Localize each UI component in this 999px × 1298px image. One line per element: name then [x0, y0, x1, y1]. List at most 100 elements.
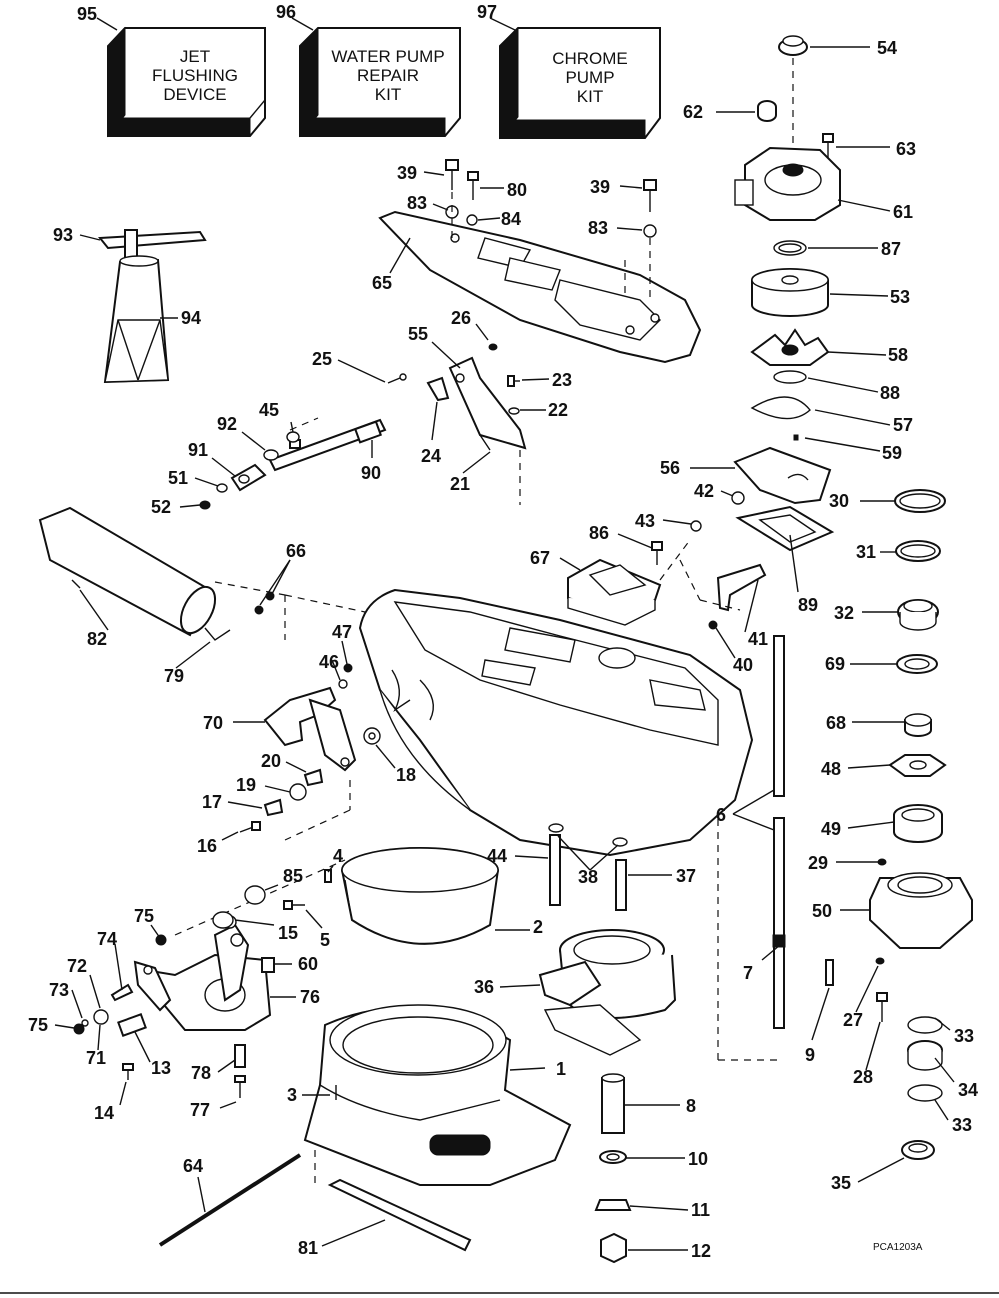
callout-label: 91 — [188, 440, 208, 460]
kit-line: KIT — [577, 87, 603, 106]
kit-line: WATER PUMP — [331, 47, 444, 66]
callout-label: 59 — [882, 443, 902, 463]
callout-label: 82 — [87, 629, 107, 649]
kit-box-water-pump-repair: WATER PUMP REPAIR KIT — [299, 26, 461, 138]
callout-label: 18 — [396, 765, 416, 785]
kit-line: DEVICE — [163, 85, 226, 104]
callout-label: 5 — [320, 930, 330, 950]
callout-label: 25 — [312, 349, 332, 369]
kit-line: REPAIR — [357, 66, 419, 85]
rods — [158, 1150, 472, 1252]
callout-label: 38 — [578, 867, 598, 887]
kit-line: JET — [180, 47, 210, 66]
callout-label: 77 — [190, 1100, 210, 1120]
callout-label: 83 — [407, 193, 427, 213]
seal-column — [869, 489, 973, 1160]
callout-label: 12 — [691, 1241, 711, 1261]
callout-label: 16 — [197, 836, 217, 856]
callout-label: 15 — [278, 923, 298, 943]
callout-label: 31 — [856, 542, 876, 562]
callout-label: 42 — [694, 481, 714, 501]
callout-label: 86 — [589, 523, 609, 543]
callout-label: 50 — [812, 901, 832, 921]
callout-label: 51 — [168, 468, 188, 488]
callout-label: 84 — [501, 209, 521, 229]
callout-label: 83 — [588, 218, 608, 238]
callout-label: 97 — [477, 2, 497, 22]
callout-label: 20 — [261, 751, 281, 771]
callout-label: 33 — [954, 1026, 974, 1046]
upper-misc-parts — [567, 260, 767, 630]
callout-label: 79 — [164, 666, 184, 686]
callout-label: 43 — [635, 511, 655, 531]
callout-label: 48 — [821, 759, 841, 779]
callout-label: 22 — [548, 400, 568, 420]
callout-label: 75 — [28, 1015, 48, 1035]
callout-label: 23 — [552, 370, 572, 390]
callout-label: 19 — [236, 775, 256, 795]
callout-label: 57 — [893, 415, 913, 435]
callout-label: 53 — [890, 287, 910, 307]
callout-label: 58 — [888, 345, 908, 365]
drawing-code: PCA1203A — [873, 1242, 923, 1253]
callout-label: 64 — [183, 1156, 203, 1176]
kit-box-chrome-pump: CHROME PUMP KIT — [499, 26, 661, 140]
callout-label: 28 — [853, 1067, 873, 1087]
callout-label: 68 — [826, 713, 846, 733]
callout-label: 72 — [67, 956, 87, 976]
callout-label: 24 — [421, 446, 441, 466]
callout-label: 76 — [300, 987, 320, 1007]
callout-numbers: 95 96 97 54 62 63 39 80 83 84 39 83 61 8… — [28, 2, 978, 1261]
callout-label: 92 — [217, 414, 237, 434]
pump-housing-stack — [733, 35, 841, 552]
callout-label: 71 — [86, 1048, 106, 1068]
callout-label: 7 — [743, 963, 753, 983]
callout-label: 32 — [834, 603, 854, 623]
callout-label: 30 — [829, 491, 849, 511]
callout-label: 95 — [77, 4, 97, 24]
callout-label: 96 — [276, 2, 296, 22]
callout-label: 27 — [843, 1010, 863, 1030]
callout-label: 6 — [716, 805, 726, 825]
callout-label: 52 — [151, 497, 171, 517]
callout-label: 75 — [134, 906, 154, 926]
callout-label: 46 — [319, 652, 339, 672]
callout-label: 60 — [298, 954, 318, 974]
callout-label: 13 — [151, 1058, 171, 1078]
wear-ring-and-bolts — [341, 823, 628, 945]
callout-label: 4 — [333, 846, 343, 866]
pump-base-plate — [378, 210, 702, 364]
callout-label: 10 — [688, 1149, 708, 1169]
shift-linkage — [199, 343, 527, 510]
callout-label: 36 — [474, 977, 494, 997]
callout-label: 47 — [332, 622, 352, 642]
callout-label: 61 — [893, 202, 913, 222]
kit-line: CHROME — [552, 49, 628, 68]
callout-label: 9 — [805, 1045, 815, 1065]
callout-label: 81 — [298, 1238, 318, 1258]
callout-label: 56 — [660, 458, 680, 478]
small-fasteners — [212, 869, 332, 929]
upper-bolts — [445, 159, 657, 300]
callout-label: 80 — [507, 180, 527, 200]
callout-label: 11 — [691, 1200, 710, 1220]
kit-box-jet-flushing: JET FLUSHING DEVICE — [107, 26, 266, 138]
callout-label: 62 — [683, 102, 703, 122]
callout-label: 49 — [821, 819, 841, 839]
stator-housing — [538, 929, 677, 1056]
steering-nozzle-assembly — [73, 859, 346, 1098]
callout-label: 74 — [97, 929, 117, 949]
callout-label: 17 — [202, 792, 222, 812]
callout-label: 78 — [191, 1063, 211, 1083]
callout-label: 35 — [831, 1173, 851, 1193]
callout-label: 63 — [896, 139, 916, 159]
drive-shaft — [717, 635, 888, 1061]
callout-label: 3 — [287, 1085, 297, 1105]
tiller-bracket — [239, 663, 381, 841]
callout-label: 73 — [49, 980, 69, 1000]
callout-label: 93 — [53, 225, 73, 245]
callout-label: 65 — [372, 273, 392, 293]
callout-label: 29 — [808, 853, 828, 873]
lower-shaft-parts — [594, 1073, 632, 1264]
callout-label: 40 — [733, 655, 753, 675]
